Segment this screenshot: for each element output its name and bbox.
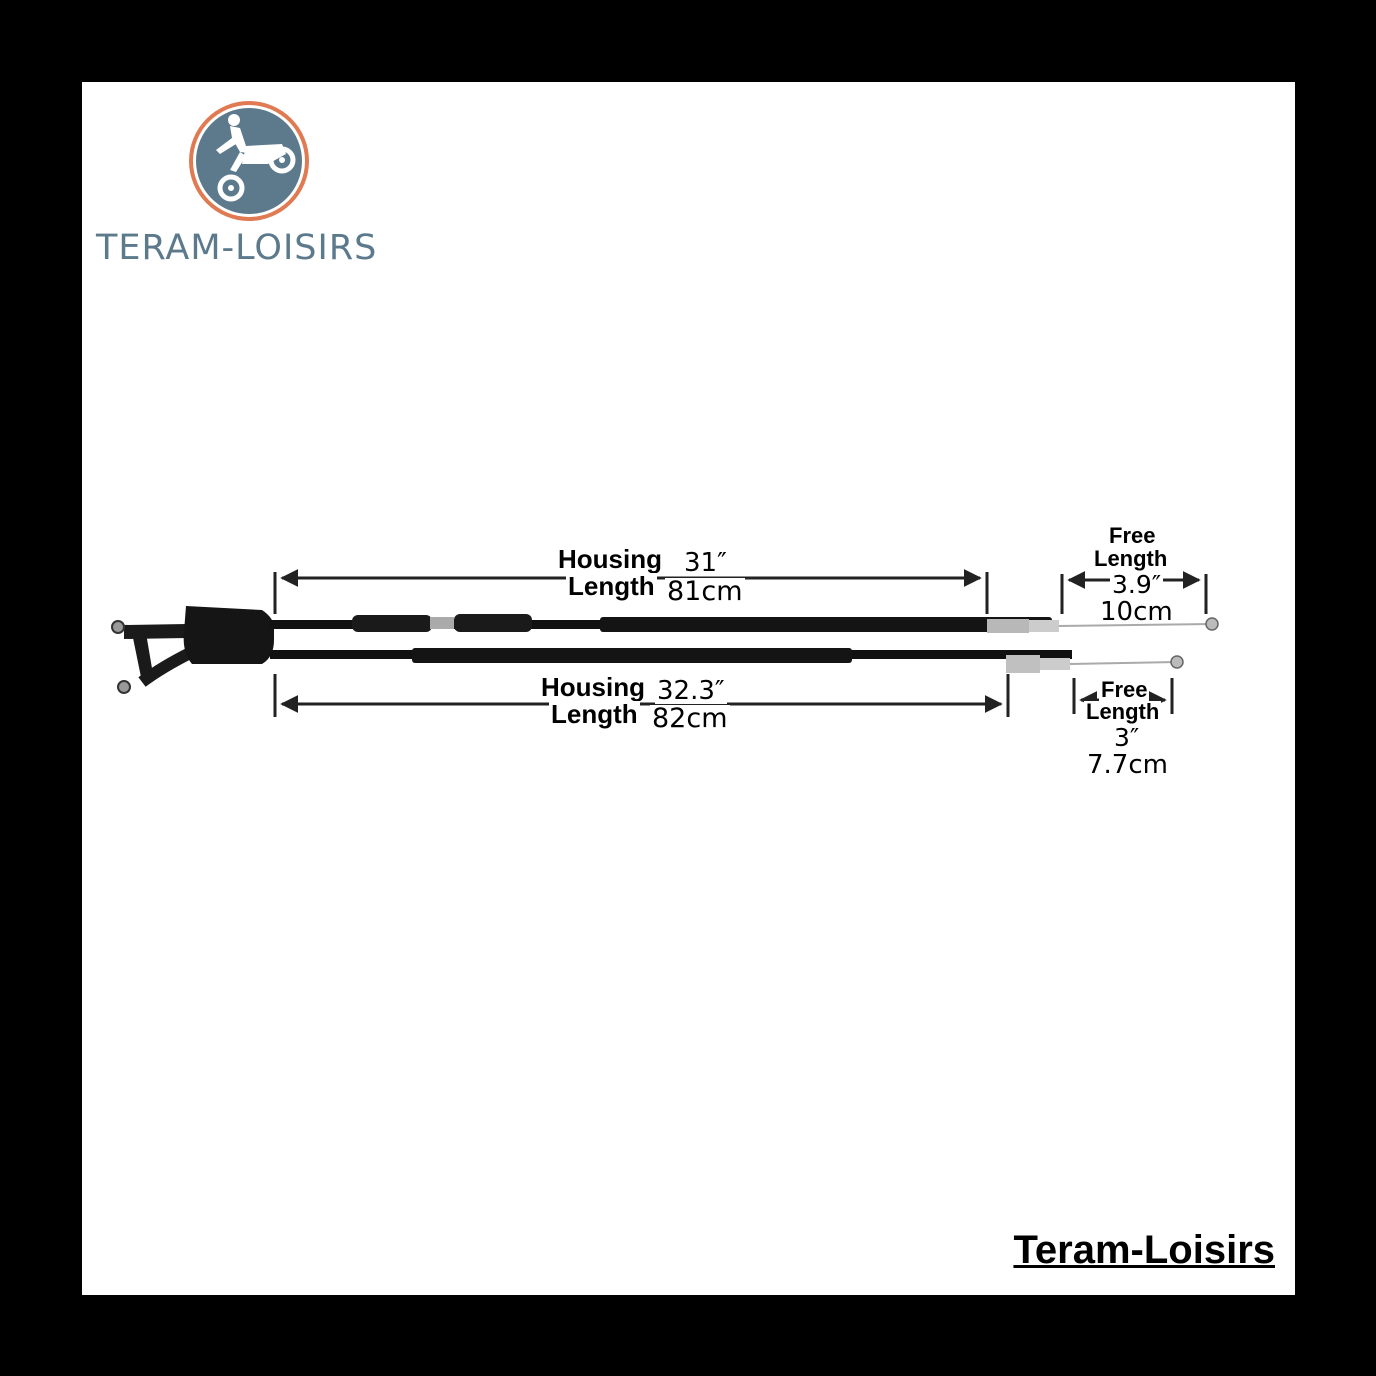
top-housing-inches: 31″ [682,548,729,578]
top-free-inches: 3.9″ [1110,570,1164,599]
bottom-housing-cm: 82cm [650,703,730,734]
brand-name: TERAM-LOISIRS [96,228,378,268]
bottom-free-length-label: Length [1084,699,1162,724]
top-free-cm: 10cm [1100,597,1173,627]
top-length-label: Length [566,571,657,601]
bottom-length-label: Length [549,699,640,729]
cable-junction-boot [183,606,274,664]
bottom-housing-inches: 32.3″ [655,676,727,706]
product-image-frame: TERAM-LOISIRS [82,82,1295,1295]
bottom-cable [270,648,1184,673]
cable-bracket [111,620,195,694]
motocross-rider-icon [189,101,309,221]
top-free-length-label: Length [1094,546,1168,571]
bottom-housing-label: Housing [539,672,647,702]
top-free-label: Free [1109,523,1156,548]
bottom-free-label: Free [1099,677,1150,702]
bottom-free-inches: 3″ [1114,723,1140,752]
top-housing-label: Housing [556,544,664,574]
top-cable [270,614,1219,633]
throttle-cable-illustration [111,569,1219,717]
top-housing-cm: 81cm [665,576,745,607]
brand-watermark: Teram-Loisirs [1013,1228,1275,1272]
bottom-free-cm: 7.7cm [1087,750,1168,780]
